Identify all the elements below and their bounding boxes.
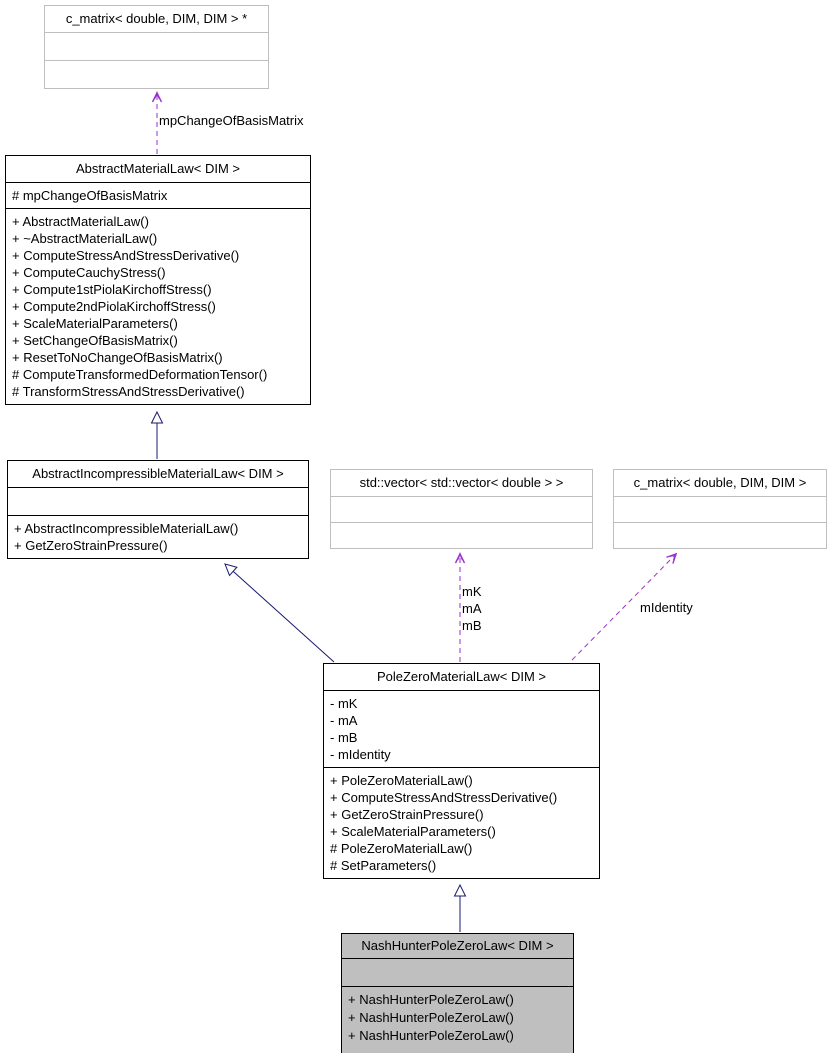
methods-compartment: + AbstractMaterialLaw() + ~AbstractMateri… xyxy=(6,209,310,404)
method-entry: # ComputeTransformedDeformationTensor() xyxy=(12,367,268,382)
edge-label-mA: mA xyxy=(462,601,482,616)
edge-label-mpChangeOfBasisMatrix: mpChangeOfBasisMatrix xyxy=(159,113,304,128)
method-entry: + AbstractMaterialLaw() xyxy=(12,214,149,229)
class-box-c-matrix: c_matrix< double, DIM, DIM > xyxy=(613,469,827,549)
method-entry: # PoleZeroMaterialLaw() xyxy=(330,841,473,856)
attribute-entry: - mB xyxy=(330,730,358,745)
attribute-entry: # mpChangeOfBasisMatrix xyxy=(12,188,168,203)
attribute-entry: - mA xyxy=(330,713,358,728)
method-entry: + GetZeroStrainPressure() xyxy=(330,807,484,822)
attributes-compartment: - mK - mA - mB - mIdentity xyxy=(324,691,599,768)
class-box-std-vector: std::vector< std::vector< double > > xyxy=(330,469,593,549)
method-entry: + ComputeStressAndStressDerivative() xyxy=(12,248,240,263)
methods-compartment xyxy=(45,61,268,88)
methods-compartment xyxy=(614,523,826,548)
method-entry: + ~AbstractMaterialLaw() xyxy=(12,231,158,246)
class-title-abstract-material-law: AbstractMaterialLaw< DIM > xyxy=(6,156,310,183)
class-box-nash-hunter-pole-zero-law: NashHunterPoleZeroLaw< DIM > + NashHunte… xyxy=(341,933,574,1053)
method-entry: + GetZeroStrainPressure() xyxy=(14,538,168,553)
attributes-compartment xyxy=(331,497,592,523)
class-box-pole-zero-material-law[interactable]: PoleZeroMaterialLaw< DIM > - mK- mA- mB-… xyxy=(323,663,600,879)
methods-compartment: + NashHunterPoleZeroLaw() + NashHunterPol… xyxy=(342,987,573,1053)
method-entry: + Compute2ndPiolaKirchoffStress() xyxy=(12,299,216,314)
method-entry: + ComputeStressAndStressDerivative() xyxy=(330,790,558,805)
attributes-compartment xyxy=(614,497,826,523)
method-entry: # TransformStressAndStressDerivative() xyxy=(12,384,245,399)
method-entry: # SetParameters() xyxy=(330,858,437,873)
methods-compartment: + PoleZeroMaterialLaw() + ComputeStressAn… xyxy=(324,768,599,878)
class-box-abstract-incompressible-material-law[interactable]: AbstractIncompressibleMaterialLaw< DIM >… xyxy=(7,460,309,559)
class-title-pole-zero-material-law: PoleZeroMaterialLaw< DIM > xyxy=(324,664,599,691)
method-entry: + ComputeCauchyStress() xyxy=(12,265,166,280)
method-entry: + PoleZeroMaterialLaw() xyxy=(330,773,473,788)
attributes-compartment: # mpChangeOfBasisMatrix xyxy=(6,183,310,209)
methods-compartment xyxy=(331,523,592,548)
method-entry: + NashHunterPoleZeroLaw() xyxy=(348,992,514,1007)
class-title-c-matrix: c_matrix< double, DIM, DIM > xyxy=(614,470,826,497)
edge-label-mIdentity: mIdentity xyxy=(640,600,693,615)
class-title-nash-hunter-pole-zero-law: NashHunterPoleZeroLaw< DIM > xyxy=(342,934,573,959)
class-title-abstract-incompressible-material-law: AbstractIncompressibleMaterialLaw< DIM > xyxy=(8,461,308,488)
class-title-c-matrix-ptr: c_matrix< double, DIM, DIM > * xyxy=(45,6,268,33)
methods-compartment: + AbstractIncompressibleMaterialLaw() + G… xyxy=(8,516,308,558)
method-entry: + Compute1stPiolaKirchoffStress() xyxy=(12,282,212,297)
method-entry: + NashHunterPoleZeroLaw() xyxy=(348,1010,514,1025)
method-entry: + ScaleMaterialParameters() xyxy=(330,824,496,839)
attributes-compartment xyxy=(45,33,268,61)
method-entry: + AbstractIncompressibleMaterialLaw() xyxy=(14,521,239,536)
attribute-entry: - mK xyxy=(330,696,358,711)
class-box-c-matrix-ptr: c_matrix< double, DIM, DIM > * xyxy=(44,5,269,89)
class-box-abstract-material-law[interactable]: AbstractMaterialLaw< DIM > # mpChangeOfB… xyxy=(5,155,311,405)
class-title-std-vector: std::vector< std::vector< double > > xyxy=(331,470,592,497)
attributes-compartment xyxy=(8,488,308,516)
edge-label-mB: mB xyxy=(462,618,482,633)
method-entry: + ResetToNoChangeOfBasisMatrix() xyxy=(12,350,223,365)
attributes-compartment xyxy=(342,959,573,987)
method-entry: + ScaleMaterialParameters() xyxy=(12,316,178,331)
method-entry: + SetChangeOfBasisMatrix() xyxy=(12,333,178,348)
edge-inheritance-polezero-to-abstractincompressible xyxy=(224,563,335,663)
edge-label-mK: mK xyxy=(462,584,482,599)
method-entry: + NashHunterPoleZeroLaw() xyxy=(348,1028,514,1043)
attribute-entry: - mIdentity xyxy=(330,747,391,762)
